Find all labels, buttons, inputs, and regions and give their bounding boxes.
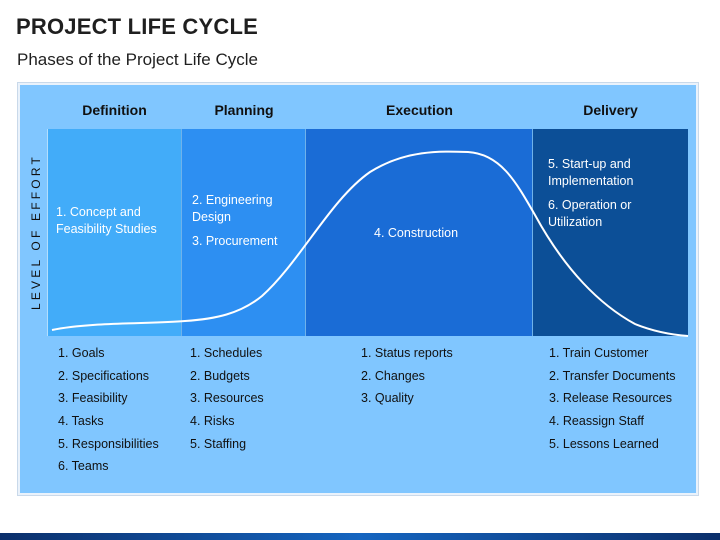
phase-column-execution: [306, 129, 533, 336]
list-item: 5. Responsibilities: [58, 436, 159, 451]
planning-inner-item: 2. Engineering Design: [192, 193, 273, 224]
page-subtitle: Phases of the Project Life Cycle: [17, 50, 258, 69]
list-item: 1. Goals: [58, 346, 105, 360]
delivery-inner-item: 5. Start-up and Implementation: [548, 157, 634, 188]
list-item: 4. Risks: [190, 414, 235, 429]
list-item: 2. Changes: [361, 368, 425, 383]
list-item: 2. Transfer Documents: [549, 368, 676, 383]
definition-inner-item: 1. Concept and Feasibility Studies: [56, 205, 157, 236]
delivery-task-list: 1. Train Customer 2. Transfer Documents …: [549, 342, 675, 455]
delivery-inner-text: 5. Start-up and Implementation 6. Operat…: [548, 156, 658, 231]
list-item: 3. Release Resources: [549, 391, 672, 406]
phase-column-delivery: [533, 129, 688, 336]
execution-inner-item: 4. Construction: [374, 226, 459, 240]
planning-inner-item: 3. Procurement: [192, 234, 278, 248]
list-item: 3. Resources: [190, 391, 264, 406]
execution-inner-text: 4. Construction: [374, 225, 524, 242]
list-item: 6. Teams: [58, 459, 109, 474]
phase-header-definition: Definition: [82, 102, 147, 118]
list-item: 5. Staffing: [190, 436, 247, 451]
list-item: 2. Budgets: [190, 368, 250, 383]
phase-column-planning: [182, 129, 306, 336]
delivery-inner-item: 6. Operation or Utilization: [548, 198, 632, 229]
list-item: 3. Quality: [361, 391, 414, 406]
phase-header-planning: Planning: [214, 102, 274, 118]
footer-bar: [0, 533, 720, 540]
phase-header-delivery: Delivery: [583, 102, 638, 118]
execution-task-list: 1. Status reports 2. Changes 3. Quality: [361, 342, 453, 410]
definition-task-list: 1. Goals 2. Specifications 3. Feasibilit…: [58, 342, 159, 478]
planning-inner-text: 2. Engineering Design 3. Procurement: [192, 192, 300, 250]
effort-curve-line: [51, 150, 689, 337]
list-item: 3. Feasibility: [58, 391, 128, 406]
phase-header-execution: Execution: [386, 102, 453, 118]
list-item: 1. Status reports: [361, 346, 453, 360]
phase-column-definition: [47, 129, 182, 336]
list-item: 5. Lessons Learned: [549, 436, 659, 451]
y-axis-line: [47, 129, 48, 336]
page-title: PROJECT LIFE CYCLE: [16, 14, 258, 39]
list-item: 2. Specifications: [58, 368, 150, 383]
list-item: 4. Reassign Staff: [549, 414, 644, 429]
list-item: 1. Schedules: [190, 346, 263, 360]
list-item: 4. Tasks: [58, 414, 104, 429]
planning-task-list: 1. Schedules 2. Budgets 3. Resources 4. …: [190, 342, 264, 455]
list-item: 1. Train Customer: [549, 346, 649, 360]
definition-inner-text: 1. Concept and Feasibility Studies: [56, 204, 176, 238]
